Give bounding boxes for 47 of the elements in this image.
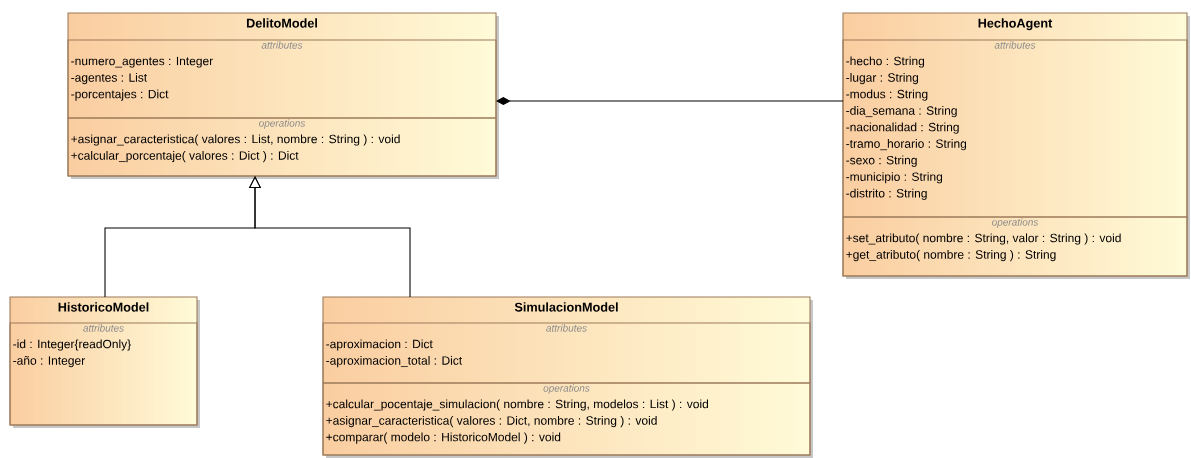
member-text: -distrito : String bbox=[846, 188, 927, 200]
section-label: attributes bbox=[994, 41, 1036, 49]
member-text: -hecho : String bbox=[846, 56, 925, 68]
member-text: -agentes : List bbox=[71, 72, 148, 85]
class-name: DelitoModel bbox=[247, 18, 317, 28]
class-name: HistoricoModel bbox=[58, 302, 149, 312]
class-compartment bbox=[67, 39, 497, 119]
member-text: -sexo : String bbox=[846, 155, 917, 167]
class-compartment bbox=[842, 216, 1188, 277]
member-text: -año : Integer bbox=[13, 356, 85, 368]
member-text: -numero_agentes : Integer bbox=[71, 56, 213, 68]
class-compartment bbox=[67, 117, 497, 177]
class-box bbox=[842, 12, 1190, 279]
member-text: +set_atributo( nombre : String, valor : String ) : void bbox=[846, 233, 1121, 245]
section-label: operations bbox=[259, 119, 306, 129]
member-text: -modus : String bbox=[846, 89, 928, 101]
member-text: -dia_semana : String bbox=[846, 106, 957, 118]
class-name: SimulacionModel bbox=[514, 302, 618, 312]
class-compartment bbox=[322, 322, 811, 384]
member-text: +get_atributo( nombre : String ) : String bbox=[846, 249, 1056, 262]
class-name: HechoAgent bbox=[978, 18, 1053, 31]
member-text: -tramo_horario : String bbox=[846, 139, 967, 151]
class-box bbox=[9, 296, 200, 428]
class-compartment bbox=[9, 322, 198, 426]
class-compartment bbox=[842, 39, 1188, 218]
class-compartment bbox=[322, 382, 811, 456]
section-label: operations bbox=[543, 384, 590, 394]
member-text: -aproximacion : Dict bbox=[326, 339, 433, 351]
member-text: -id : Integer{readOnly} bbox=[13, 339, 131, 351]
member-text: -porcentajes : Dict bbox=[71, 89, 169, 101]
composition-line bbox=[496, 97, 844, 105]
member-text: +asignar_caracteristica( valores : List, nombre : String ) : void bbox=[71, 134, 400, 146]
section-label: attributes bbox=[261, 41, 303, 49]
member-text: +asignar_caracteristica( valores : Dict, nombre : String ) : void bbox=[326, 415, 657, 428]
generalization-arrow bbox=[248, 176, 411, 298]
member-text: -municipio : String bbox=[846, 172, 943, 184]
section-label: attributes bbox=[546, 324, 587, 332]
section-label: operations bbox=[992, 218, 1039, 228]
section-label: attributes bbox=[83, 324, 124, 332]
member-text: -lugar : String bbox=[846, 72, 919, 85]
class-box bbox=[322, 296, 813, 458]
member-text: +calcular_pocentaje_simulacion( nombre : String, modelos : List ) : void bbox=[326, 399, 708, 411]
member-text: +calcular_porcentaje( valores : Dict ) : Dict bbox=[71, 150, 299, 163]
member-text: +comparar( modelo : HistoricoModel ) : void bbox=[326, 432, 561, 444]
member-text: -aproximacion_total : Dict bbox=[326, 355, 463, 368]
class-box bbox=[67, 12, 499, 179]
member-text: -nacionalidad : String bbox=[846, 122, 959, 134]
